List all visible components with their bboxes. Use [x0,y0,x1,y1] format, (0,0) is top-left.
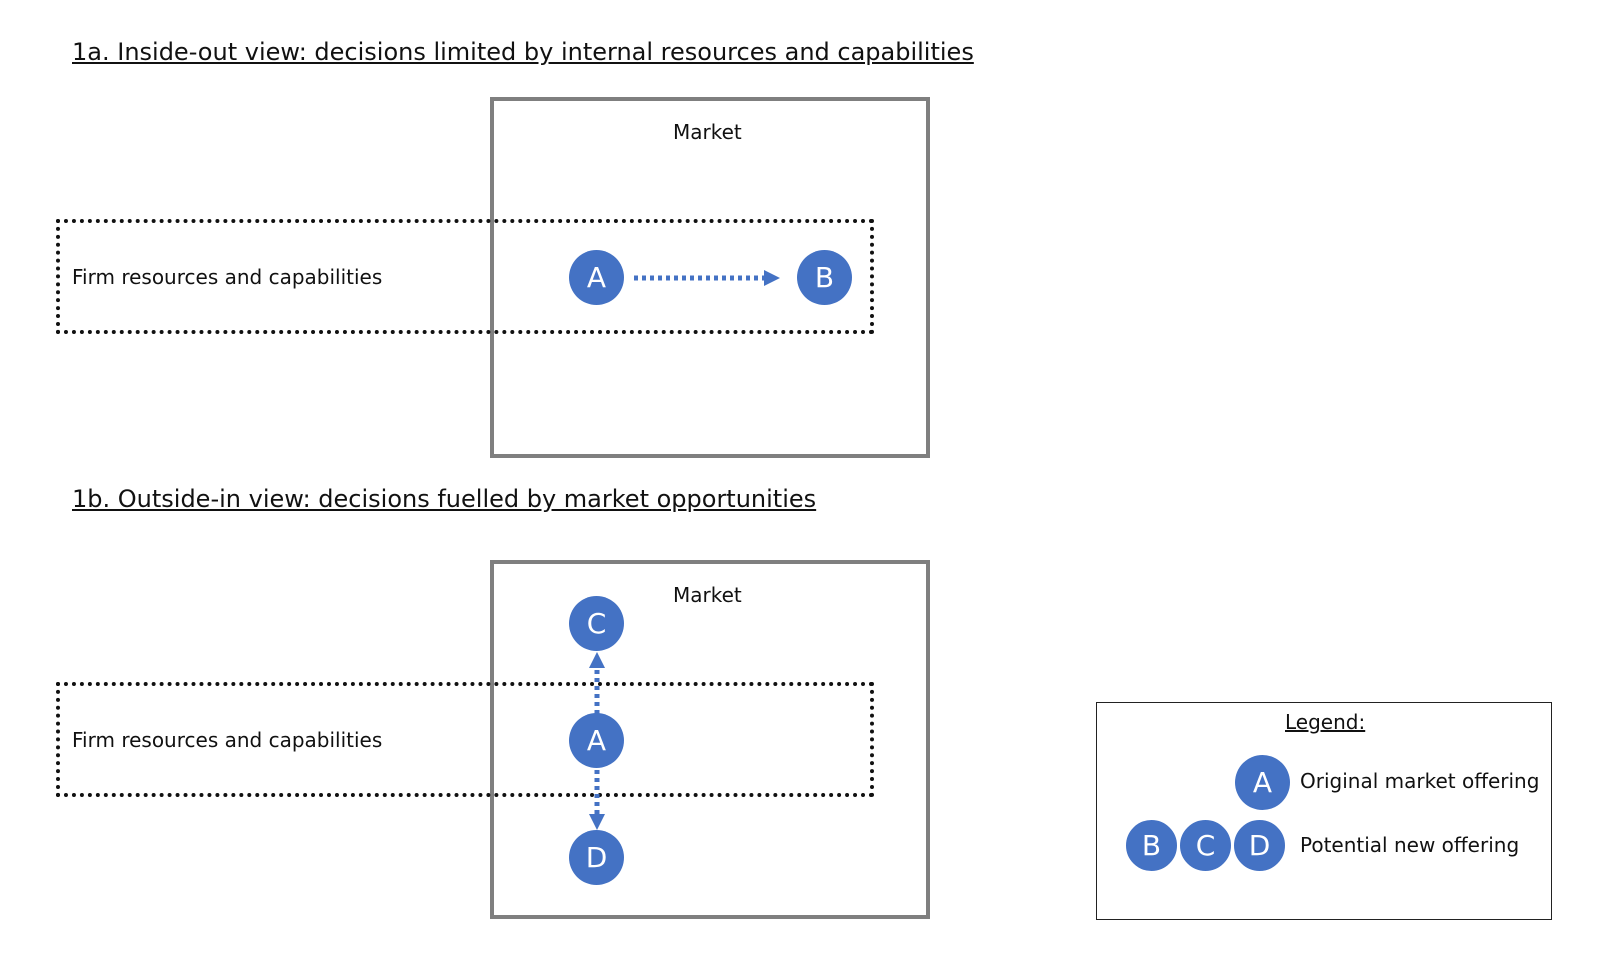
node-a-1a: A [569,250,624,305]
legend-potential-label: Potential new offering [1300,833,1520,857]
legend-title: Legend: [1285,710,1366,734]
market-label-1a: Market [673,120,742,144]
node-a-1b: A [569,713,624,768]
panel-1a-title: 1a. Inside-out view: decisions limited b… [72,38,974,66]
firm-resources-box-1b [56,682,874,797]
firm-resources-box-1a [56,219,874,334]
market-box-1a [490,97,930,458]
legend-original-label: Original market offering [1300,769,1540,793]
market-box-1b [490,560,930,919]
node-c-1b: C [569,596,624,651]
legend-potential-node-b: B [1124,818,1179,873]
firm-label-1b: Firm resources and capabilities [72,728,383,752]
legend-original-node: A [1235,755,1290,810]
panel-1b-title: 1b. Outside-in view: decisions fuelled b… [72,485,817,513]
market-label-1b: Market [673,583,742,607]
node-b-1a: B [797,250,852,305]
legend-potential-node-d: D [1232,818,1287,873]
node-d-1b: D [569,830,624,885]
firm-label-1a: Firm resources and capabilities [72,265,383,289]
legend-potential-node-c: C [1178,818,1233,873]
legend-box [1096,702,1552,920]
